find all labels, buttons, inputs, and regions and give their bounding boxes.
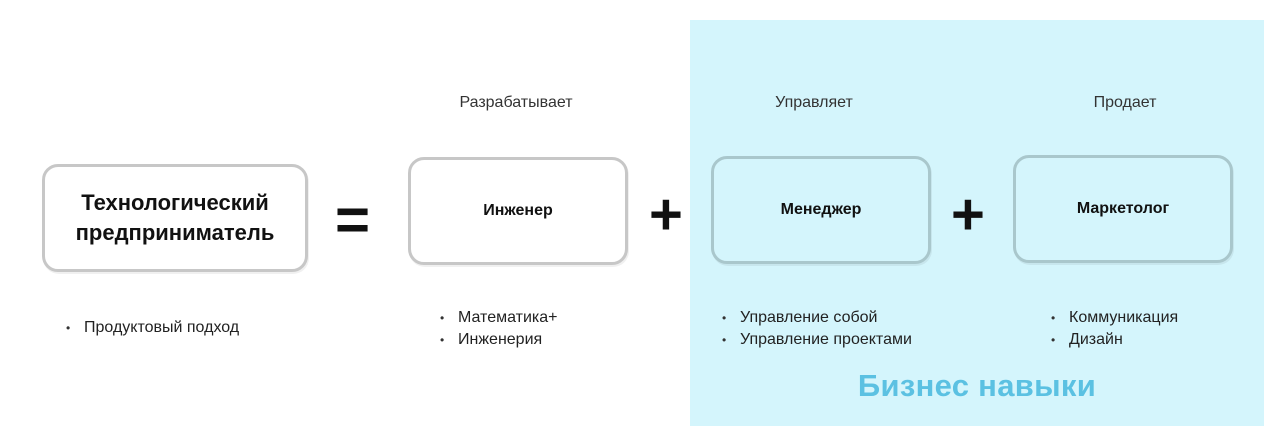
plus-sign-1: + [649, 182, 683, 247]
tech-entrepreneur-card: Технологический предприниматель [42, 164, 308, 272]
list-item: Управление собой [722, 307, 912, 329]
role-label-marketer: Продает [1093, 94, 1157, 111]
role-label-manager: Управляет [775, 94, 853, 111]
tech-bullets: Продуктовый подход [66, 317, 239, 339]
marketer-title: Маркетолог [1076, 200, 1170, 217]
equals-sign: = [335, 186, 371, 253]
engineer-title: Инженер [483, 202, 553, 219]
list-item: Дизайн [1051, 329, 1178, 351]
plus-sign-2: + [951, 182, 985, 247]
list-item: Коммуникация [1051, 307, 1178, 329]
manager-card: Менеджер [711, 156, 931, 264]
manager-bullets: Управление собой Управление проектами [722, 307, 912, 351]
role-label-engineer: Разрабатывает [459, 94, 573, 111]
list-item: Инженерия [440, 329, 558, 351]
business-skills-label: Бизнес навыки [857, 368, 1097, 403]
manager-title: Менеджер [780, 201, 862, 218]
tech-entrepreneur-title: Технологический предприниматель [75, 190, 275, 245]
list-item: Управление проектами [722, 329, 912, 351]
engineer-card: Инженер [408, 157, 628, 265]
list-item: Продуктовый подход [66, 317, 239, 339]
list-item: Математика+ [440, 307, 558, 329]
engineer-bullets: Математика+ Инженерия [440, 307, 558, 351]
marketer-bullets: Коммуникация Дизайн [1051, 307, 1178, 351]
marketer-card: Маркетолог [1013, 155, 1233, 263]
